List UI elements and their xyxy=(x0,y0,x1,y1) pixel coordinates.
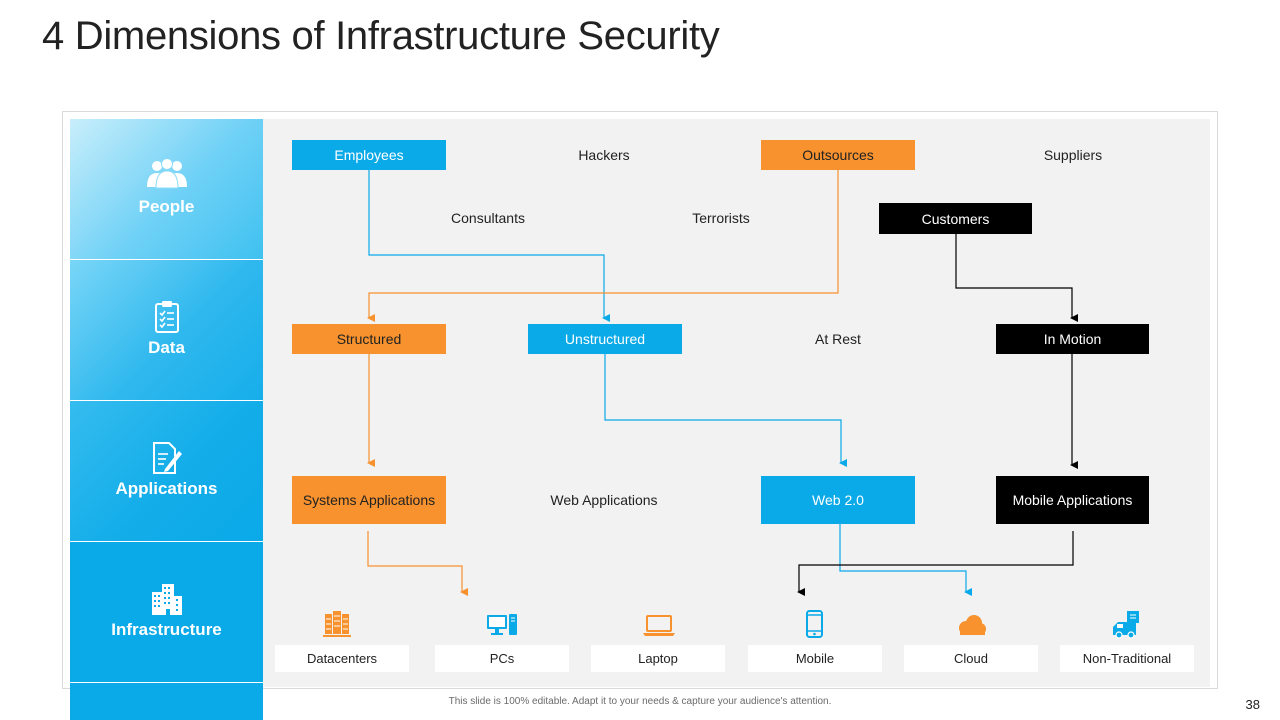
slide-title: 4 Dimensions of Infrastructure Security xyxy=(42,14,720,58)
node-in-motion: In Motion xyxy=(996,324,1149,354)
infra-laptop: Laptop xyxy=(591,645,725,672)
node-outsources: Outsources xyxy=(761,140,915,170)
node-customers: Customers xyxy=(879,203,1032,234)
category-sidebar: People Data App xyxy=(70,119,263,720)
node-web-2-0: Web 2.0 xyxy=(761,476,915,524)
slide-footer-note: This slide is 100% editable. Adapt it to… xyxy=(448,696,832,707)
desktop-pc-icon xyxy=(486,610,517,640)
category-label: Applications xyxy=(115,479,218,498)
category-people: People xyxy=(70,119,263,259)
infra-mobile: Mobile xyxy=(748,645,882,672)
mobile-phone-icon xyxy=(800,610,830,640)
category-data: Data xyxy=(70,260,263,400)
infra-datacenters: Datacenters xyxy=(275,645,409,672)
category-overflow-strip xyxy=(70,683,263,720)
laptop-icon xyxy=(642,610,675,640)
node-terrorists: Terrorists xyxy=(692,210,750,226)
category-infrastructure: Infrastructure xyxy=(70,542,263,682)
node-suppliers: Suppliers xyxy=(1043,147,1103,163)
cloud-icon xyxy=(955,610,986,640)
node-hackers: Hackers xyxy=(578,147,630,163)
category-label: Infrastructure xyxy=(111,620,222,639)
node-unstructured: Unstructured xyxy=(528,324,682,354)
category-applications: Applications xyxy=(70,401,263,541)
category-label: People xyxy=(138,197,195,216)
node-at-rest: At Rest xyxy=(815,331,861,347)
node-consultants: Consultants xyxy=(451,210,525,226)
clipboard-checklist-icon xyxy=(70,300,263,334)
node-employees: Employees xyxy=(292,140,446,170)
node-mobile-applications: Mobile Applications xyxy=(996,476,1149,524)
infra-cloud: Cloud xyxy=(904,645,1038,672)
node-structured: Structured xyxy=(292,324,446,354)
document-pen-icon xyxy=(70,441,263,475)
node-systems-applications: Systems Applications xyxy=(292,476,446,524)
infra-non-traditional: Non-Traditional xyxy=(1060,645,1194,672)
infra-pcs: PCs xyxy=(435,645,569,672)
server-rack-icon xyxy=(322,610,352,640)
people-icon xyxy=(70,159,263,189)
category-label: Data xyxy=(148,338,185,357)
page-number: 38 xyxy=(1245,697,1260,712)
buildings-icon xyxy=(70,582,263,616)
node-web-applications: Web Applications xyxy=(550,492,658,508)
delivery-van-icon xyxy=(1112,610,1142,640)
